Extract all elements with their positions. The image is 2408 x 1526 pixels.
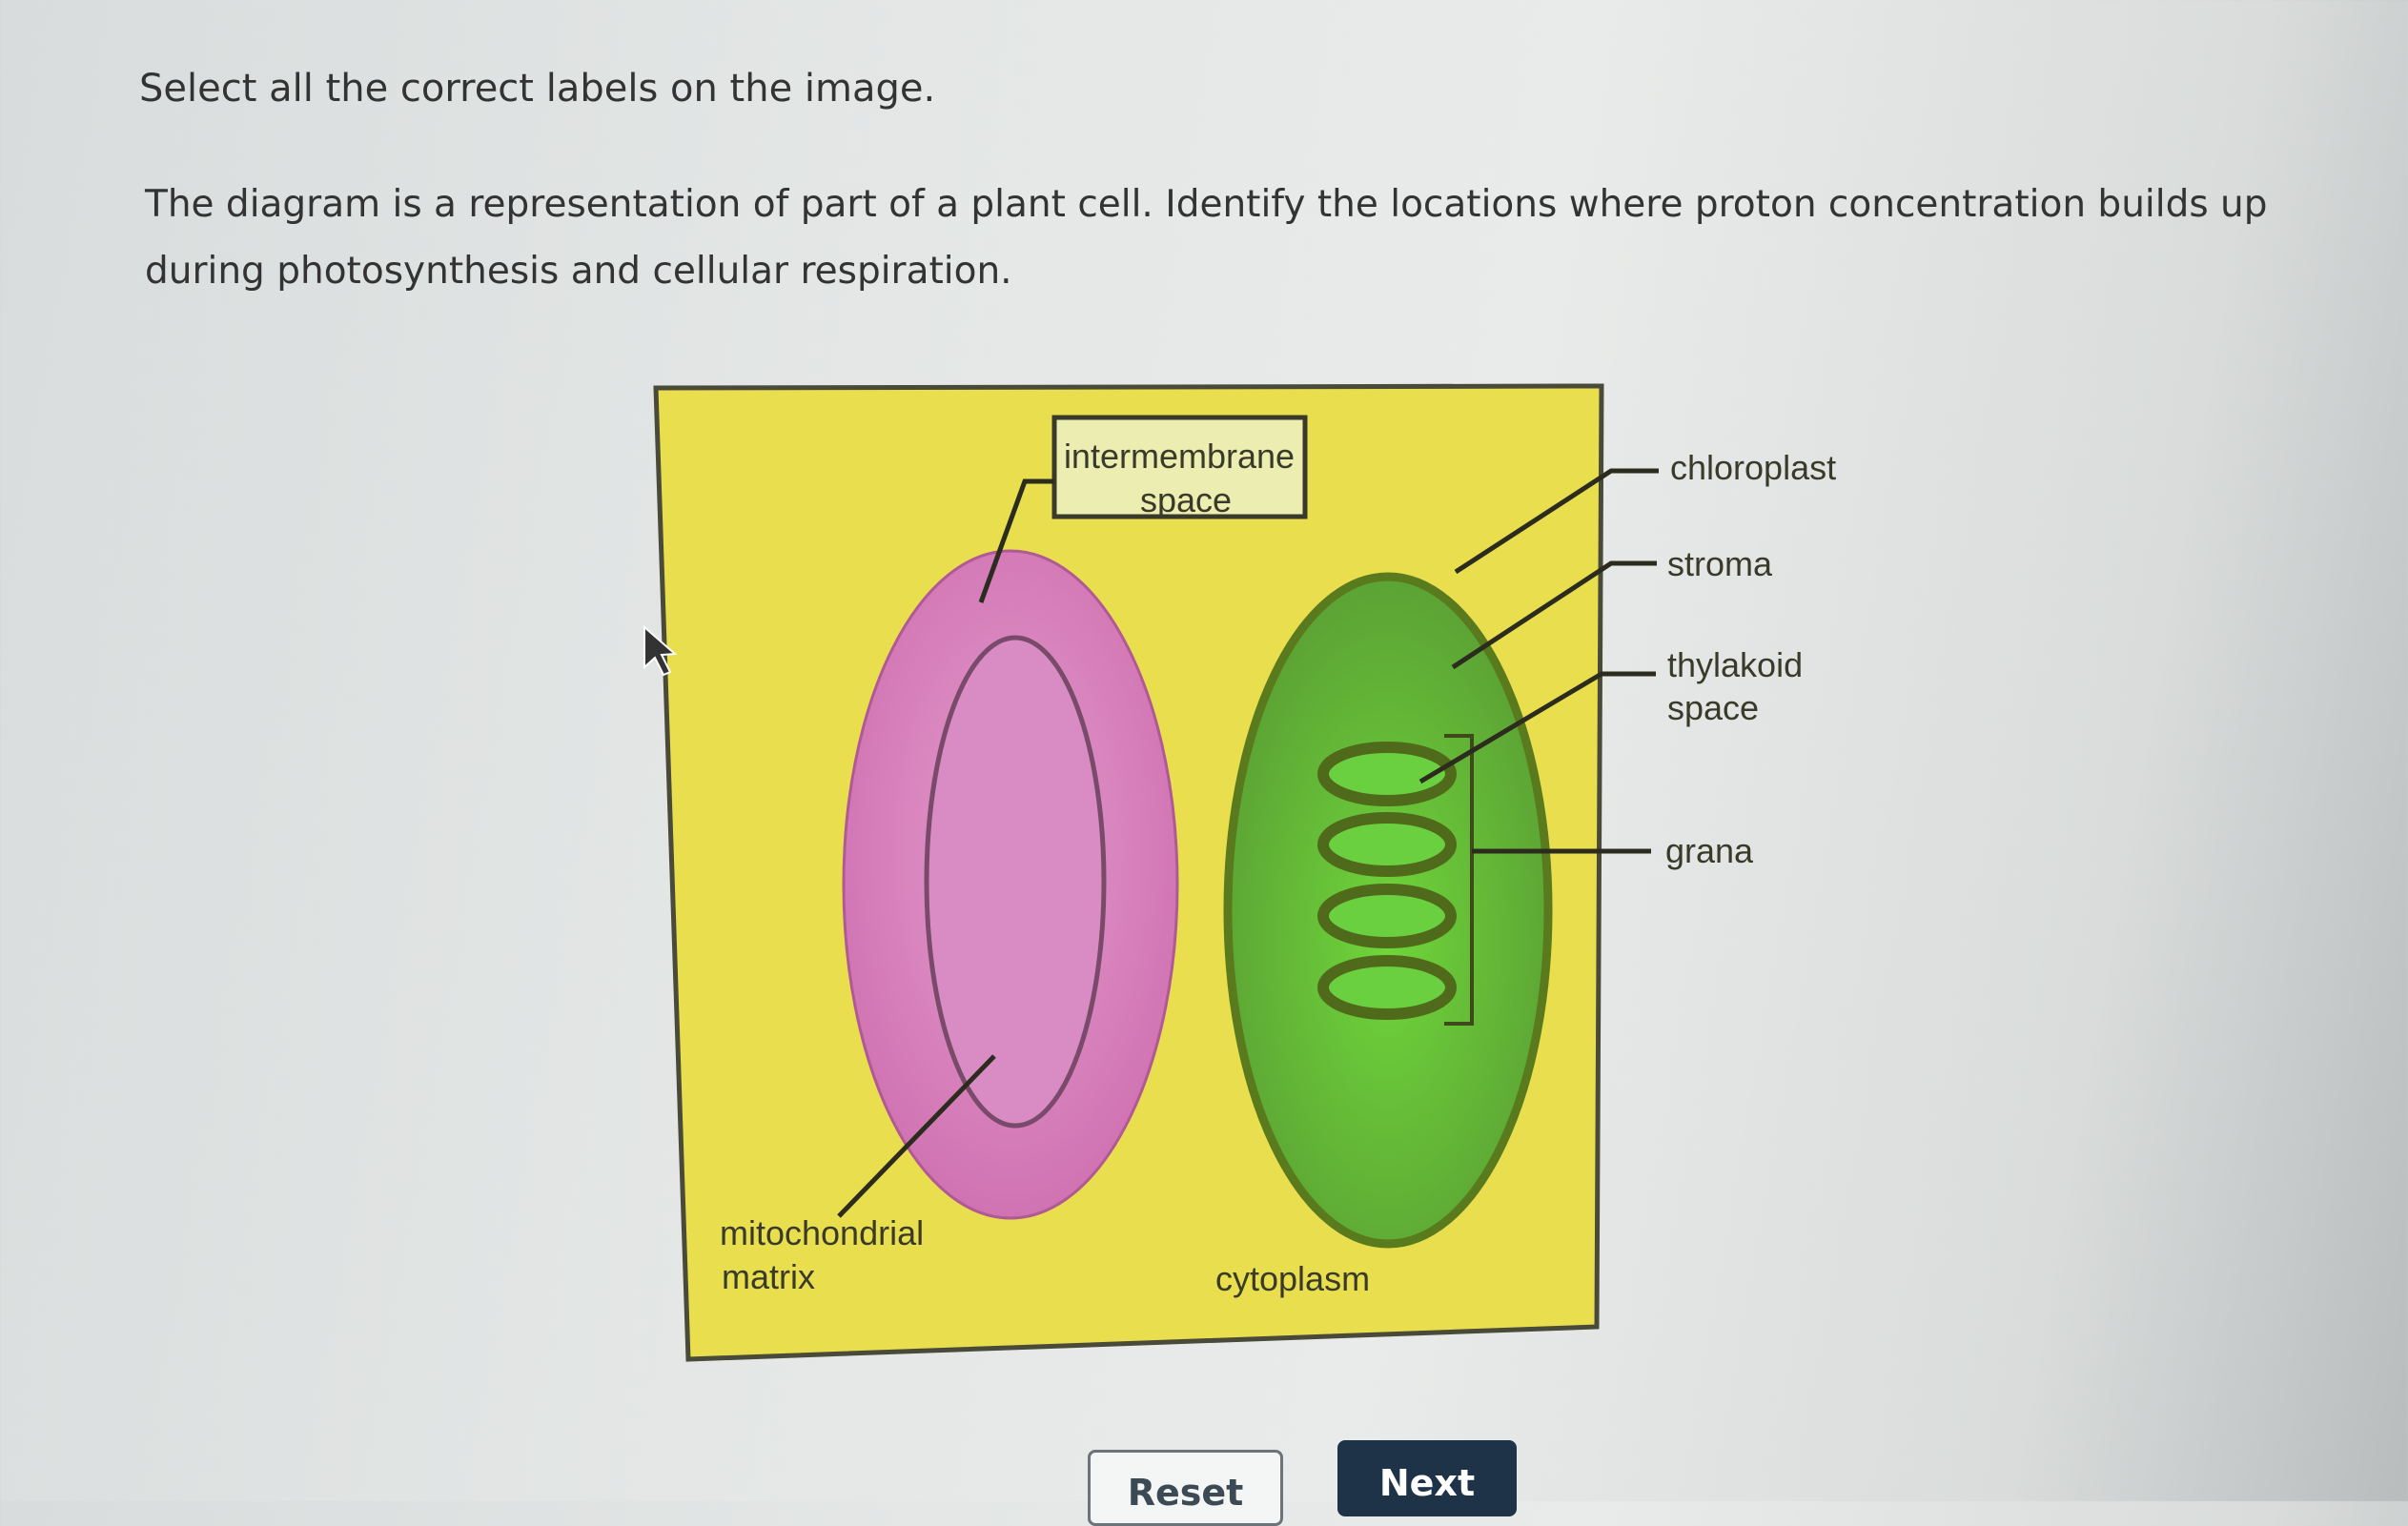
mitochondrial-matrix-region[interactable] — [924, 635, 1107, 1129]
intermembrane-leader-line — [978, 478, 1054, 603]
instruction-text: Select all the correct labels on the ima… — [139, 67, 936, 111]
grana-label[interactable]: grana — [1665, 831, 1754, 870]
mito-matrix-leader-line — [837, 1054, 996, 1218]
reset-button[interactable]: Reset — [1088, 1450, 1283, 1526]
mito-matrix-label-line1[interactable]: mitochondrial — [720, 1213, 924, 1252]
thylakoid-disc — [1317, 742, 1457, 806]
cytoplasm-label[interactable]: cytoplasm — [1215, 1259, 1370, 1298]
intermembrane-label-line2[interactable]: space — [1140, 480, 1232, 519]
intermembrane-label-box[interactable] — [1051, 415, 1308, 519]
next-button[interactable]: Next — [1337, 1440, 1517, 1516]
mouse-cursor-icon — [643, 624, 678, 677]
stroma-leader-line — [1451, 560, 1657, 670]
stroma-label[interactable]: stroma — [1667, 544, 1773, 583]
thylakoid-label-line2[interactable]: space — [1667, 688, 1759, 727]
thylakoid-disc — [1317, 812, 1457, 877]
chloroplast-label[interactable]: chloroplast — [1670, 448, 1836, 487]
intermembrane-label-line1[interactable]: intermembrane — [1064, 437, 1295, 476]
thylakoid-label-line1[interactable]: thylakoid — [1667, 645, 1803, 684]
thylakoid-leader-line — [1418, 671, 1656, 784]
mito-matrix-label-line2[interactable]: matrix — [722, 1257, 815, 1296]
grana-bracket — [1444, 734, 1474, 1026]
thylakoid-disc — [1317, 955, 1457, 1020]
thylakoid-disc — [1317, 884, 1457, 948]
chloroplast-leader-line — [1454, 468, 1659, 575]
question-text: The diagram is a representation of part … — [145, 183, 2268, 293]
grana-stack[interactable] — [1317, 742, 1457, 1020]
